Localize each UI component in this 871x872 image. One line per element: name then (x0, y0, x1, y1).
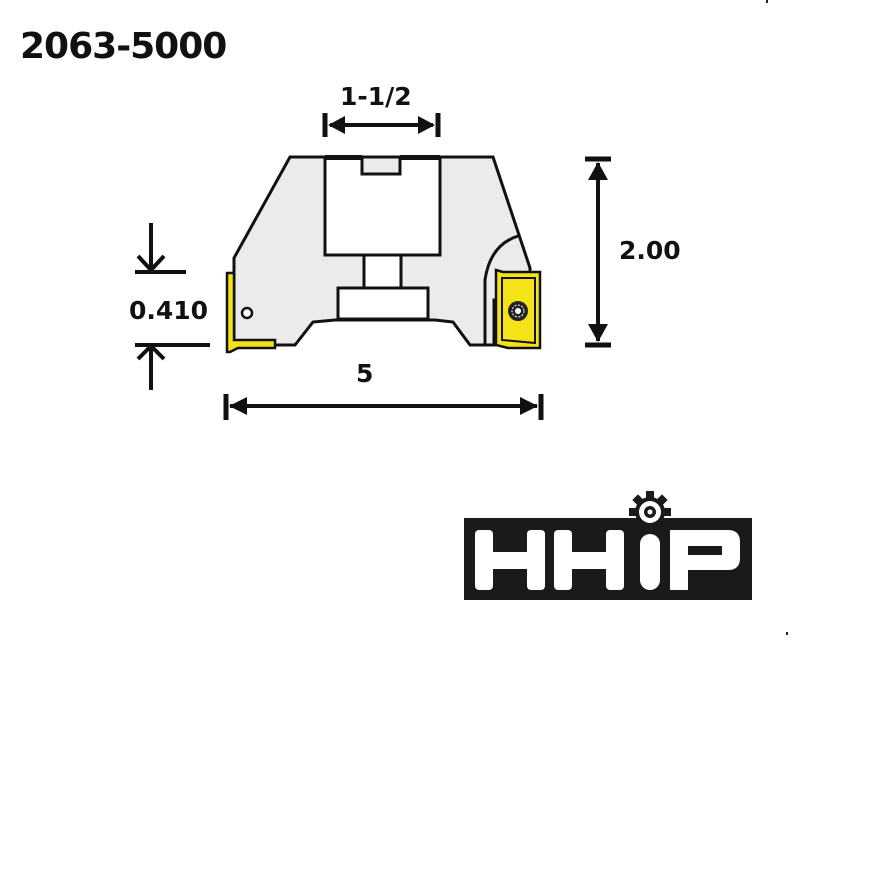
dimension-bore-arrow (322, 113, 441, 137)
speck (786, 632, 788, 635)
gear-icon (629, 491, 671, 533)
hhip-logo (464, 491, 752, 600)
right-insert (494, 268, 542, 350)
dimension-diameter-arrow (223, 394, 544, 420)
speck (766, 0, 768, 3)
dimension-diameter-label: 5 (356, 359, 374, 388)
arbor-bore (323, 155, 442, 321)
left-insert (225, 271, 277, 354)
dimension-height-arrow (585, 156, 611, 348)
part-number-title: 2063-5000 (20, 26, 227, 67)
dimension-height-label: 2.00 (619, 236, 681, 265)
dimension-bore-label: 1-1/2 (340, 82, 412, 111)
dimension-insert-arrows (135, 223, 210, 390)
dimension-insert-label: 0.410 (129, 296, 209, 325)
